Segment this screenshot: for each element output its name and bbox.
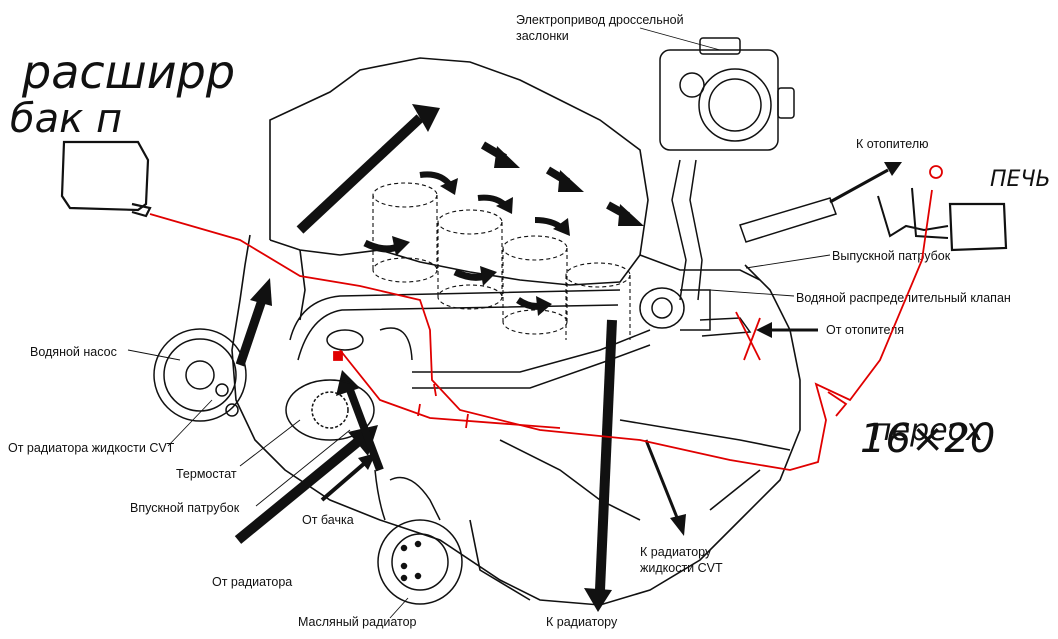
label-oil-cooler: Масляный радиатор [298, 615, 417, 629]
flow-arrows [234, 104, 902, 612]
red-heater-tap [929, 165, 943, 179]
water-distribution-valve [639, 287, 711, 331]
oil-cooler [377, 519, 463, 605]
red-expansion-line [149, 189, 933, 471]
handwritten-tee-line2: 16×20 [860, 416, 995, 462]
label-from-heater: От отопителя [826, 323, 904, 337]
red-thermostat-mark [333, 351, 343, 361]
handwritten-expansion-line2: бак п [10, 96, 122, 142]
red-bypass-line [339, 349, 561, 429]
expansion-tank-sketch [60, 140, 150, 212]
heater-pipes-sketch [877, 187, 949, 239]
expansion-tank-outlet-sketch [131, 202, 152, 218]
label-throttle-line2: заслонки [516, 29, 569, 43]
throttle-body [659, 37, 795, 151]
label-to-cvt-radiator-line2: жидкости CVT [640, 561, 723, 575]
red-cross-line2 [743, 317, 761, 361]
water-pump [153, 328, 247, 422]
red-cross-line1 [735, 311, 761, 361]
handwritten-expansion-line1: расширр [21, 45, 235, 99]
label-to-heater: К отопителю [856, 137, 929, 151]
label-from-radiator: От радиатора [212, 575, 292, 589]
label-from-tank: От бачка [302, 513, 354, 527]
handwritten-stove: ПЕЧЬ [990, 167, 1051, 192]
engine-block [231, 57, 801, 606]
red-tick-marks [417, 383, 469, 429]
handwritten-black-annotations: расширр бак п переох 16×20 ПЕЧЬ [10, 45, 1051, 462]
label-inlet-pipe: Впускной патрубок [130, 501, 240, 515]
printed-labels: Электропривод дроссельной заслонки К ото… [8, 13, 1011, 629]
label-water-valve: Водяной распределительный клапан [796, 291, 1011, 305]
label-throttle-line1: Электропривод дроссельной [516, 13, 684, 27]
label-outlet-pipe: Выпускной патрубок [832, 249, 951, 263]
red-down-arrow [827, 391, 848, 417]
label-to-radiator: К радиатору [546, 615, 618, 629]
label-water-pump: Водяной насос [30, 345, 117, 359]
heater-box-sketch [948, 202, 1008, 252]
hoses [289, 159, 837, 521]
label-thermostat: Термостат [176, 467, 237, 481]
thermostat-housing [285, 329, 375, 441]
leader-lines [127, 27, 831, 619]
cylinders [372, 182, 631, 340]
label-from-cvt-radiator: От радиатора жидкости CVT [8, 441, 175, 455]
red-annotations [149, 165, 943, 471]
handwritten-tee-line1: переох [872, 413, 984, 448]
label-to-cvt-radiator-line1: К радиатору [640, 545, 712, 559]
